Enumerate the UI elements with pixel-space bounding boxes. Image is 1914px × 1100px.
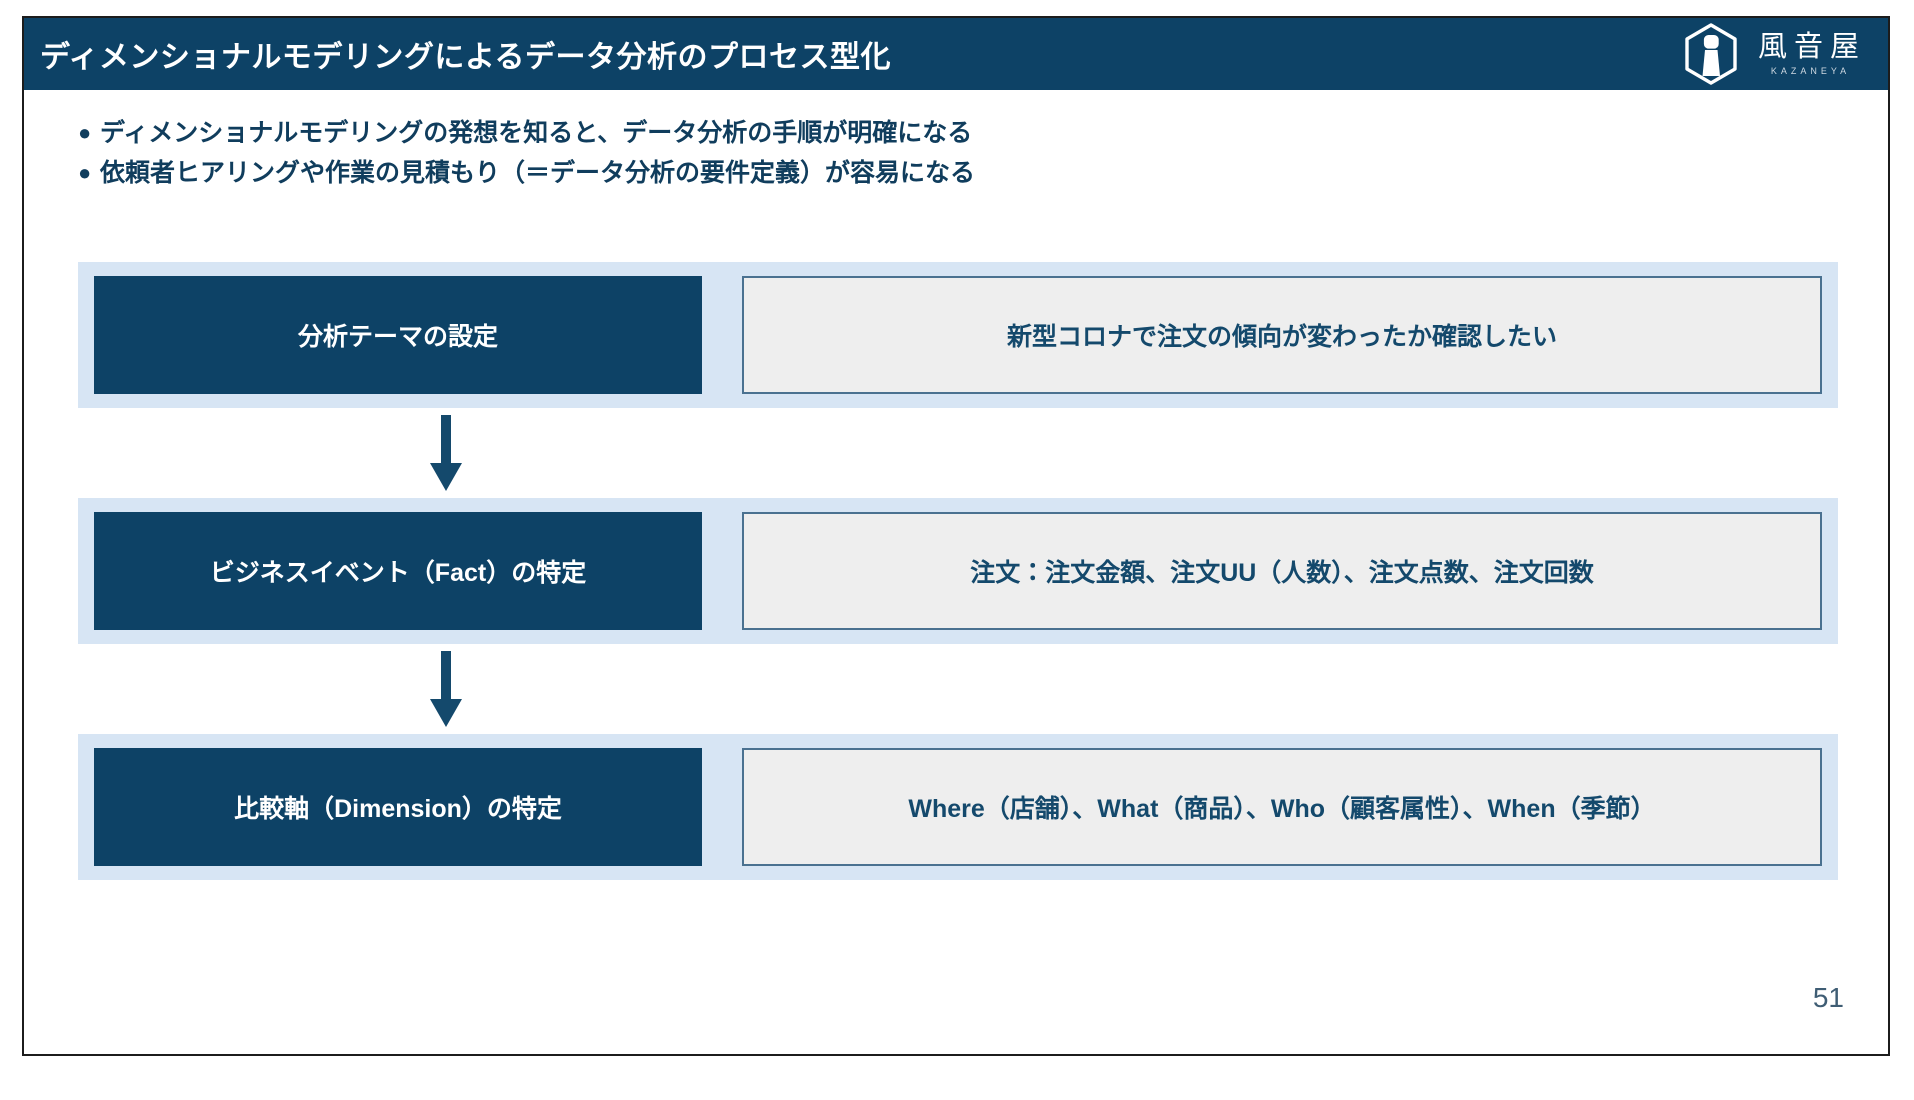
- flow-step-label: 比較軸（Dimension）の特定: [94, 748, 702, 866]
- page-title: ディメンショナルモデリングによるデータ分析のプロセス型化: [40, 41, 891, 74]
- flow-step-label: 分析テーマの設定: [94, 276, 702, 394]
- flow-step-content: 注文：注文金額、注文UU（人数）、注文点数、注文回数: [742, 512, 1822, 630]
- flow-step-row: 比較軸（Dimension）の特定 Where（店舗）、What（商品）、Who…: [78, 734, 1838, 880]
- page-number: 51: [1812, 982, 1844, 1013]
- bullet-marker-icon: ●: [78, 120, 92, 145]
- bullet-list: ● ディメンショナルモデリングの発想を知ると、データ分析の手順が明確になる ● …: [70, 116, 1750, 196]
- flow-step-content: 新型コロナで注文の傾向が変わったか確認したい: [742, 276, 1822, 394]
- bullet-text: 依頼者ヒアリングや作業の見積もり（＝データ分析の要件定義）が容易になる: [100, 159, 976, 187]
- slide-title-bar: ディメンショナルモデリングによるデータ分析のプロセス型化 風音屋 KAZANEY…: [24, 18, 1888, 90]
- list-item: ● ディメンショナルモデリングの発想を知ると、データ分析の手順が明確になる: [70, 116, 1750, 150]
- brand-name-romaji: KAZANEYA: [1770, 65, 1851, 76]
- slide-frame: ディメンショナルモデリングによるデータ分析のプロセス型化 風音屋 KAZANEY…: [22, 16, 1890, 1056]
- brand-name-jp: 風音屋: [1757, 30, 1866, 63]
- arrow-down-icon: [430, 651, 462, 727]
- brand-logo: 風音屋 KAZANEYA: [1683, 23, 1866, 85]
- flow-connector: [78, 408, 1838, 498]
- flow-step-content: Where（店舗）、What（商品）、Who（顧客属性）、When（季節）: [742, 748, 1822, 866]
- arrow-down-icon: [430, 415, 462, 491]
- flow-step-row: ビジネスイベント（Fact）の特定 注文：注文金額、注文UU（人数）、注文点数、…: [78, 498, 1838, 644]
- brand-logo-wordmark: 風音屋 KAZANEYA: [1751, 30, 1866, 76]
- bullet-text: ディメンショナルモデリングの発想を知ると、データ分析の手順が明確になる: [100, 119, 973, 147]
- list-item: ● 依頼者ヒアリングや作業の見積もり（＝データ分析の要件定義）が容易になる: [70, 156, 1750, 190]
- kazaneya-hexagon-logo-icon: [1685, 23, 1737, 85]
- flow-connector: [78, 644, 1838, 734]
- flow-step-label: ビジネスイベント（Fact）の特定: [94, 512, 702, 630]
- process-flow-diagram: 分析テーマの設定 新型コロナで注文の傾向が変わったか確認したい ビジネスイベント…: [78, 262, 1838, 880]
- flow-step-row: 分析テーマの設定 新型コロナで注文の傾向が変わったか確認したい: [78, 262, 1838, 408]
- bullet-marker-icon: ●: [78, 160, 92, 185]
